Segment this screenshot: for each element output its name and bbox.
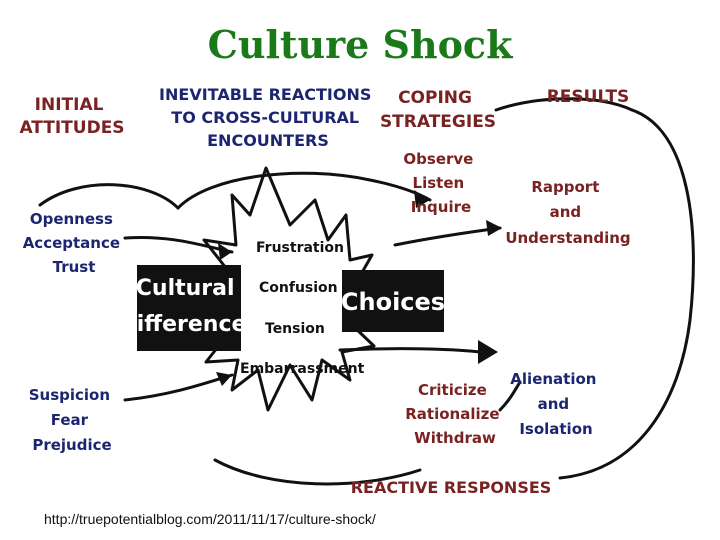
header-coping-strategies: COPING STRATEGIES <box>380 88 496 132</box>
positive-results: Rapport and Understanding <box>505 178 630 247</box>
header-coping-line1: COPING <box>398 88 472 108</box>
attitude-trust: Trust <box>53 258 96 276</box>
result-alienation: Alienation <box>510 370 596 388</box>
attitude-openness: Openness <box>30 210 113 228</box>
cultural-line2: Differences <box>118 312 259 337</box>
header-results: RESULTS <box>547 87 630 107</box>
header-coping-line2: STRATEGIES <box>380 112 496 132</box>
result-isolation: Isolation <box>519 420 592 438</box>
reaction-tension: Tension <box>265 321 325 337</box>
arrowhead-rapport <box>486 220 502 236</box>
coping-to-rapport-curve <box>393 226 502 247</box>
coping-to-results-curve <box>494 97 634 112</box>
upper-curve <box>176 171 432 210</box>
arrowhead-upper <box>414 190 430 208</box>
result-understanding: Understanding <box>505 229 630 247</box>
source-url: http://truepotentialblog.com/2011/11/17/… <box>44 511 376 527</box>
cultural-differences-label: Cultural Differences <box>118 276 259 337</box>
negative-attitudes: Suspicion Fear Prejudice <box>29 386 116 454</box>
reactive-to-alienation <box>498 380 522 412</box>
reactive-list: Criticize Rationalize Withdraw <box>405 381 505 447</box>
positive-entry-curve <box>123 235 234 254</box>
page-title: Culture Shock <box>208 22 513 67</box>
header-reactions-line3: ENCOUNTERS <box>207 131 329 150</box>
header-initial-line2: ATTITUDES <box>19 118 124 138</box>
arrowhead-negative <box>216 372 232 386</box>
header-initial-line1: INITIAL <box>35 95 104 115</box>
header-reactions-line1: INEVITABLE REACTIONS <box>159 85 371 104</box>
negative-results: Alienation and Isolation <box>510 370 601 438</box>
header-reactions-line2: TO CROSS-CULTURAL <box>171 108 359 127</box>
header-reactive-responses: REACTIVE RESPONSES <box>351 478 552 497</box>
reaction-embarrassment: Embarrassment <box>240 361 365 377</box>
result-and-2: and <box>538 395 570 413</box>
coping-inquire: Inquire <box>411 198 471 216</box>
bottom-curve <box>213 458 422 486</box>
negative-entry-curve <box>123 373 234 402</box>
header-inevitable-reactions: INEVITABLE REACTIONS TO CROSS-CULTURAL E… <box>159 85 377 150</box>
reactive-withdraw: Withdraw <box>414 429 496 447</box>
header-initial-attitudes: INITIAL ATTITUDES <box>19 95 124 138</box>
coping-listen: Listen <box>413 174 465 192</box>
right-loop <box>558 108 695 480</box>
arrowhead-positive <box>218 243 232 260</box>
reaction-confusion: Confusion <box>259 280 338 296</box>
result-rapport: Rapport <box>531 178 599 196</box>
reactive-rationalize: Rationalize <box>405 405 499 423</box>
result-and-1: and <box>550 203 582 221</box>
cultural-line1: Cultural <box>136 276 235 301</box>
attitude-suspicion: Suspicion <box>29 386 110 404</box>
left-upper-loop <box>38 183 180 210</box>
cultural-differences-box <box>137 265 241 351</box>
connector-lines <box>38 97 695 486</box>
reaction-list: Frustration Confusion Tension Embarrassm… <box>240 240 365 377</box>
choices-box <box>342 270 444 332</box>
coping-observe: Observe <box>403 150 473 168</box>
reaction-frustration: Frustration <box>256 240 344 256</box>
arrowheads <box>216 190 502 386</box>
coping-list: Observe Listen Inquire <box>403 150 478 216</box>
reactive-criticize: Criticize <box>418 381 487 399</box>
positive-attitudes: Openness Acceptance Trust <box>23 210 126 276</box>
attitude-prejudice: Prejudice <box>32 436 111 454</box>
choices-label: Choices <box>341 288 445 316</box>
attitude-acceptance: Acceptance <box>23 234 120 252</box>
arrowhead-reactive <box>478 340 498 364</box>
attitude-fear: Fear <box>51 411 89 429</box>
